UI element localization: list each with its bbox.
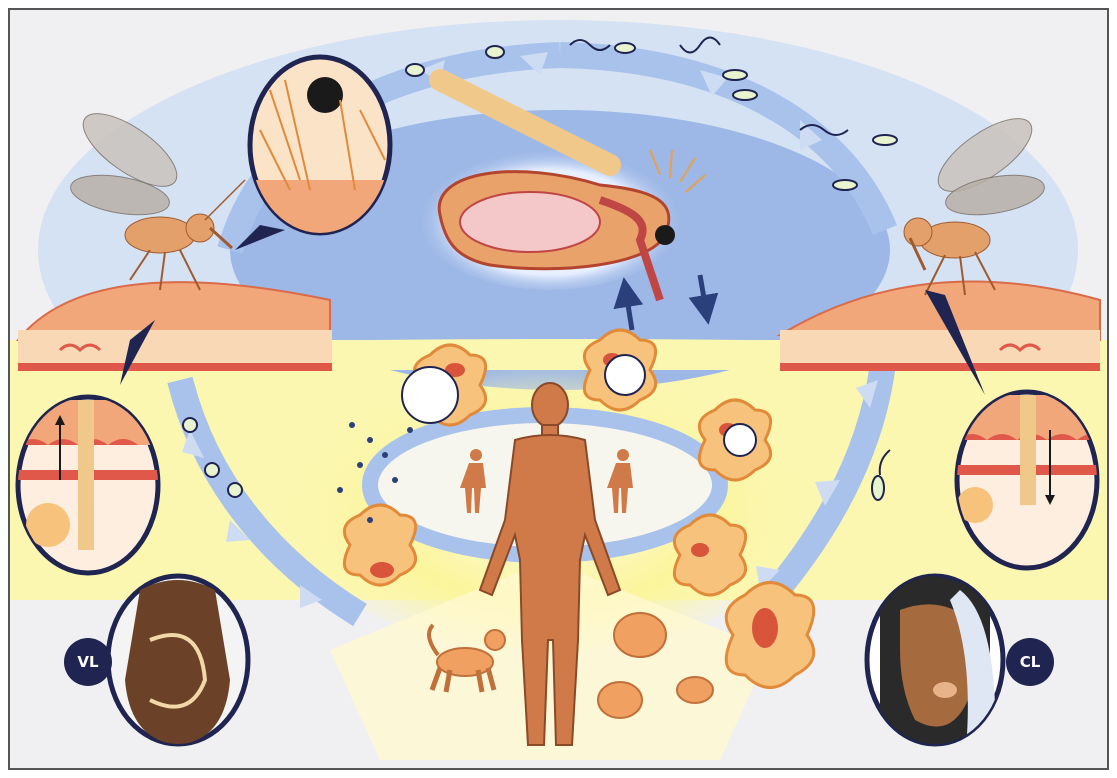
vl-badge: VL: [64, 638, 112, 686]
cl-label: CL: [1020, 653, 1041, 671]
vl-label: VL: [77, 653, 99, 671]
vl-patient-circle: [108, 576, 248, 745]
cl-badge: CL: [1006, 638, 1054, 686]
